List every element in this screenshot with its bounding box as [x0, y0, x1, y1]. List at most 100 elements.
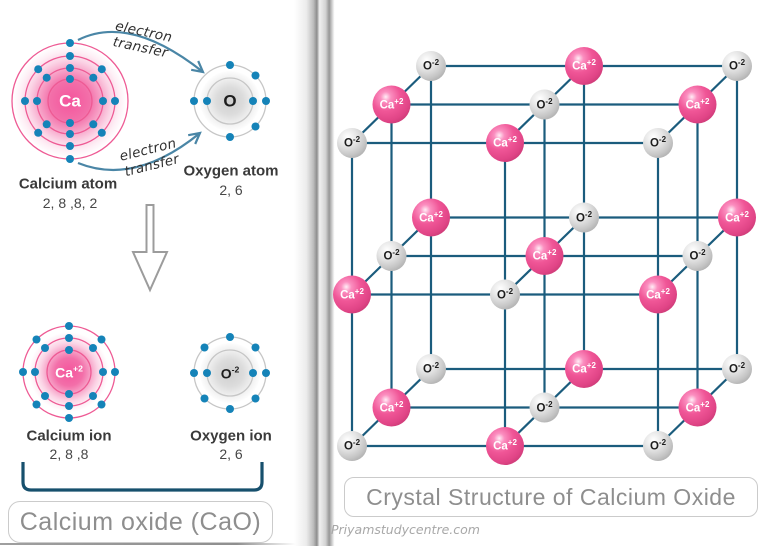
electron-dot — [42, 120, 51, 129]
electron-dot — [41, 344, 49, 352]
ca-ion-label: Ca+2 — [725, 209, 749, 225]
electron-dot — [32, 400, 41, 409]
ca-ion-sphere — [678, 388, 717, 427]
calcium-oxide-caption: Calcium oxide (CaO) — [8, 501, 273, 543]
atom-body — [200, 71, 260, 131]
calcium-ion-config: 2, 8 ,8 — [49, 446, 89, 462]
electron-dot — [32, 335, 41, 344]
o-ion-sphere — [643, 431, 673, 461]
electron-dot — [89, 344, 97, 352]
calcium-ion-symbol: Ca+2 — [55, 363, 83, 381]
bohr-atoms — [11, 39, 270, 422]
o-ion-sphere — [376, 241, 407, 271]
electron-dot — [66, 39, 74, 47]
book-spine-divider — [294, 0, 338, 546]
crystal-structure-caption: Crystal Structure of Calcium Oxide — [344, 477, 758, 517]
ca-ion-label: Ca+2 — [572, 360, 596, 376]
electron-dot — [249, 97, 257, 105]
o-ion-sphere — [643, 128, 673, 158]
o-ion-label: O-2 — [496, 286, 514, 302]
oxygen-atom — [190, 61, 270, 141]
electron-dot — [203, 97, 211, 105]
electron-dot — [42, 73, 51, 82]
page-bottom-edge — [0, 543, 296, 545]
oxygen-atom-label: Oxygen atom — [183, 162, 279, 180]
electron-dot — [66, 64, 74, 72]
o-ion-label: O-2 — [343, 437, 361, 453]
atom-body — [200, 343, 260, 403]
electron-dot — [66, 155, 74, 163]
ca-ion-sphere — [333, 275, 371, 314]
electron-dot — [65, 414, 73, 422]
oxygen-atom-symbol: O — [223, 91, 237, 111]
electron-dot — [66, 130, 74, 138]
ca-ion-sphere — [678, 85, 717, 124]
electron-dot — [226, 61, 234, 69]
ca-ion-sphere — [565, 350, 603, 388]
o-ion-label: O-2 — [422, 360, 440, 376]
ca-ion-sphere — [372, 85, 411, 124]
o-ion-sphere — [529, 392, 560, 423]
o-ion-label: O-2 — [728, 57, 746, 73]
electron-dot — [111, 368, 119, 376]
calcium-atom-config: 2, 8 ,8, 2 — [42, 195, 98, 211]
electron-dot — [200, 343, 209, 352]
electron-dot — [190, 97, 198, 105]
ca-ion-sphere — [718, 198, 756, 237]
o-ion-sphere — [529, 89, 560, 120]
ca-ion-sphere — [525, 237, 564, 275]
o-ion-label: O-2 — [649, 134, 667, 150]
electron-dot — [99, 97, 107, 105]
ca-ion-label: Ca+2 — [685, 96, 710, 112]
electron-transfer-arrow-bottom — [77, 131, 202, 171]
electron-dot — [65, 346, 73, 354]
ca-ion-sphere — [412, 198, 450, 237]
electron-dot — [251, 122, 260, 131]
electron-dot — [262, 97, 270, 105]
o-ion-sphere — [682, 241, 713, 271]
calcium-atom — [11, 39, 129, 163]
electron-dot — [97, 128, 106, 137]
electron-dot — [226, 405, 234, 413]
o-ion-label: O-2 — [728, 360, 746, 376]
o-ion-sphere — [722, 354, 752, 384]
electron-dot — [89, 392, 97, 400]
ca-ion-label: Ca+2 — [419, 209, 443, 225]
ca-ion-label: Ca+2 — [379, 96, 404, 112]
crystal-lattice — [333, 47, 756, 465]
electron-dot — [65, 402, 73, 410]
electron-dot — [66, 142, 74, 150]
oxygen-ion — [190, 333, 270, 413]
ca-ion-label: Ca+2 — [572, 57, 596, 73]
electron-dot — [33, 97, 41, 105]
electron-dot — [65, 334, 73, 342]
electron-dot — [65, 322, 73, 330]
electron-dot — [99, 368, 107, 376]
o-ion-label: O-2 — [536, 399, 553, 415]
oxygen-ion-config: 2, 6 — [219, 446, 243, 462]
o-ion-label: O-2 — [343, 134, 361, 150]
ca-ion-sphere — [486, 124, 524, 162]
electron-dot — [65, 390, 73, 398]
electron-dot — [262, 369, 270, 377]
electron-dot — [251, 394, 260, 403]
electron-dot — [34, 65, 43, 74]
o-ion-label: O-2 — [649, 437, 667, 453]
o-ion-label: O-2 — [422, 57, 440, 73]
o-ion-sphere — [569, 202, 599, 233]
atom-body — [13, 44, 127, 158]
o-ion-sphere — [416, 51, 446, 81]
o-ion-label: O-2 — [575, 209, 593, 225]
o-ion-sphere — [722, 51, 752, 81]
ca-ion-sphere — [372, 388, 411, 427]
atom-body — [29, 332, 109, 412]
electron-dot — [31, 368, 39, 376]
electron-dot — [97, 400, 106, 409]
electron-dot — [111, 97, 119, 105]
electron-dot — [66, 75, 74, 83]
ca-ion-label: Ca+2 — [493, 134, 517, 150]
ca-ion-label: Ca+2 — [493, 437, 517, 453]
electron-dot — [66, 119, 74, 127]
